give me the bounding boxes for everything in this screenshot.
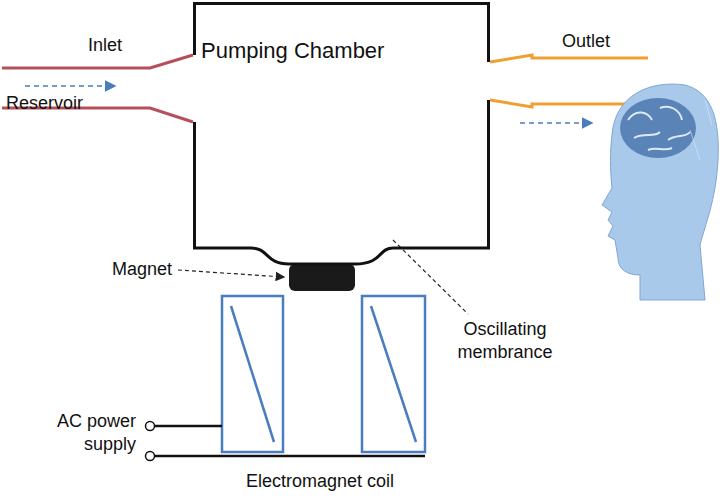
terminal	[146, 422, 155, 431]
terminal	[146, 452, 155, 461]
inlet-pipe	[2, 55, 193, 122]
outlet-pipe	[490, 55, 648, 107]
port-label: Reservoir	[6, 92, 83, 115]
power-wire	[155, 426, 425, 456]
magnet	[289, 264, 355, 291]
pumping-chamber: Pumping Chamber	[193, 2, 490, 270]
chamber-title: Pumping Chamber	[201, 38, 384, 64]
part-label: Oscillating membrance	[440, 318, 570, 363]
leader-line	[393, 240, 468, 314]
leader-line	[178, 270, 284, 277]
part-label: Electromagnet coil	[200, 470, 440, 493]
electromagnet-coil	[222, 296, 425, 452]
flow-arrow	[25, 85, 115, 87]
flow-arrow	[520, 122, 592, 124]
port-label: Inlet	[88, 34, 122, 57]
power-label: AC power supply	[8, 410, 136, 455]
port-label: Outlet	[562, 30, 610, 53]
head-figure	[602, 84, 718, 300]
part-label: Magnet	[112, 258, 172, 281]
